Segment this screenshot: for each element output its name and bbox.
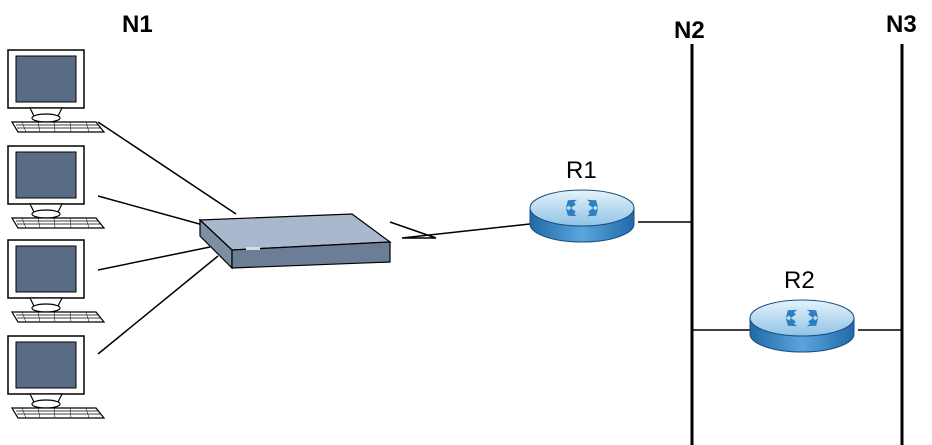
network-label-n1: N1 xyxy=(122,11,153,38)
desktop-computer-icon xyxy=(7,335,105,419)
router-label-r1: R1 xyxy=(566,157,597,184)
router-icon xyxy=(529,189,635,243)
link-pc1-switch xyxy=(97,121,237,215)
network-label-n3: N3 xyxy=(886,11,917,38)
link-pc4-switch xyxy=(97,255,219,355)
network-label-n2: N2 xyxy=(674,17,705,44)
desktop-computer-icon xyxy=(7,145,105,229)
router-icon xyxy=(749,299,855,353)
link-switch-r1 xyxy=(389,221,531,239)
desktop-computer-icon xyxy=(7,49,105,133)
router-label-r2: R2 xyxy=(784,267,815,294)
desktop-computer-icon xyxy=(7,239,105,323)
network-switch-icon xyxy=(198,213,392,270)
link-pc2-switch xyxy=(97,195,215,229)
link-pc3-switch xyxy=(97,246,211,271)
